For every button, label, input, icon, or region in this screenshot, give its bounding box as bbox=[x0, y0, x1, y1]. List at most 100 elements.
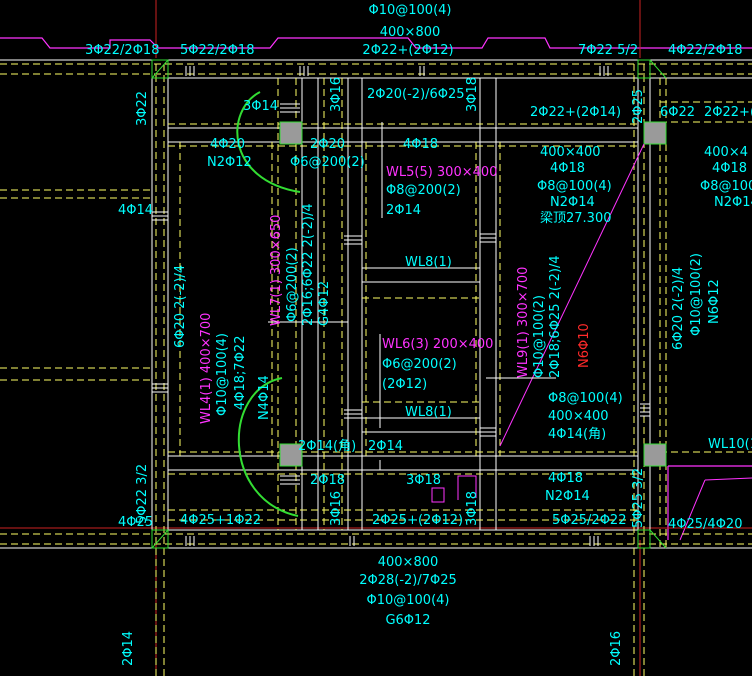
wl7-g-label: G4Φ12 bbox=[317, 281, 332, 326]
slab-edge-top bbox=[0, 37, 752, 49]
right-6c22-label: 6Φ22 bbox=[660, 105, 695, 120]
wl9-bar: 2Φ18;6Φ25 2(-2)/4 bbox=[548, 255, 563, 378]
col-3c14-label: 3Φ14 bbox=[243, 99, 278, 114]
bottom-2c14-corner: 2Φ14(角) bbox=[298, 439, 356, 454]
top-stirrup-label: Φ10@100(4) bbox=[368, 3, 451, 18]
column-diag-br bbox=[649, 529, 667, 549]
stirrup-ticks bbox=[152, 66, 650, 546]
wl9-diagonal bbox=[499, 143, 645, 447]
column-top-right bbox=[643, 121, 667, 145]
wl10-label: WL10(1 bbox=[708, 437, 752, 452]
right-4c18-label: 4Φ18 bbox=[550, 161, 585, 176]
bottom-4c14-label: 4Φ14(角) bbox=[548, 427, 606, 442]
bottom-2c18-label: 2Φ18 bbox=[310, 473, 345, 488]
wl9-title: WL9(1) 300×700 bbox=[516, 267, 531, 378]
far-right-4c18: 4Φ18 bbox=[712, 161, 747, 176]
bottom-stirrup: Φ10@100(4) bbox=[366, 593, 449, 608]
bottom-col-5c25: 5Φ25 3/2 bbox=[631, 468, 646, 528]
wl5-title: WL5(5) 300×400 bbox=[386, 165, 497, 180]
bottom-left-2c14: 2Φ14 bbox=[121, 631, 136, 666]
top-right-rebar-2: 4Φ22/2Φ18 bbox=[668, 43, 742, 58]
right-far-rebar: 2Φ22+(2 bbox=[704, 105, 752, 120]
wl9-stirrup: Φ10@100(2) bbox=[532, 295, 547, 378]
top-rebar-label: 2Φ22+(2Φ12) bbox=[362, 43, 453, 58]
far-right-n2c14: N2Φ14 bbox=[714, 195, 752, 210]
column-corner-bl bbox=[151, 529, 169, 549]
wl6-stirrup: Φ6@200(2) bbox=[382, 357, 457, 372]
column-corner-br bbox=[637, 529, 651, 549]
column-corner-tl bbox=[151, 59, 169, 79]
col-n2c12-label: N2Φ12 bbox=[207, 155, 252, 170]
slab-diag-2 bbox=[704, 477, 752, 481]
column-diag-tr bbox=[649, 59, 667, 79]
column-bottom-left bbox=[279, 443, 303, 467]
right-vert-phi10: Φ10@100(2) bbox=[689, 253, 704, 336]
beam-4c18-label: 4Φ18 bbox=[403, 137, 438, 152]
column-corner-tr bbox=[637, 59, 651, 79]
col-3c16-top-label: 3Φ16 bbox=[329, 77, 344, 112]
right-level-label: 梁顶27.300 bbox=[540, 211, 612, 226]
top-left-rebar: 3Φ22/2Φ18 bbox=[85, 43, 159, 58]
right-2c22-label: 2Φ22+(2Φ14) bbox=[530, 105, 621, 120]
revision-arc-bottom bbox=[238, 377, 299, 517]
wl6-title: WL6(3) 200×400 bbox=[382, 337, 493, 352]
column-top-left bbox=[279, 121, 303, 145]
far-right-phi8: Φ8@100( bbox=[700, 179, 752, 194]
wl8-top-label: WL8(1) bbox=[405, 255, 452, 270]
slab-diag bbox=[679, 479, 706, 541]
col-4c20-label: 4Φ20 bbox=[210, 137, 245, 152]
wl5-stirrup: Φ8@200(2) bbox=[386, 183, 461, 198]
bottom-2c25-2c12: 2Φ25+(2Φ12) bbox=[372, 513, 463, 528]
bottom-rebar: 2Φ28(-2)/7Φ25 bbox=[359, 573, 457, 588]
wl4-bar: 4Φ18;7Φ22 bbox=[233, 336, 248, 410]
bottom-4c25-1c22: 4Φ25+1Φ22 bbox=[180, 513, 261, 528]
beam-2c20-6c25-label: 2Φ20(-2)/6Φ25 bbox=[367, 87, 465, 102]
wl4-stirrup: Φ10@100(4) bbox=[215, 333, 230, 416]
left-4c25-label: 4Φ25 bbox=[118, 515, 153, 530]
right-vert-n6c12: N6Φ12 bbox=[707, 279, 722, 324]
column-diag-tl bbox=[151, 59, 169, 79]
right-n2c14-label: N2Φ14 bbox=[550, 195, 595, 210]
far-right-size: 400×4 bbox=[704, 145, 748, 160]
bottom-4c18-label: 4Φ18 bbox=[548, 471, 583, 486]
beam-2c20-label: 2Φ20 bbox=[310, 137, 345, 152]
wl4-title: WL4(1) 400×700 bbox=[199, 313, 214, 424]
col-3c18-top-label: 3Φ18 bbox=[465, 77, 480, 112]
revision-arc-top bbox=[236, 91, 301, 193]
wl8-bottom-label: WL8(1) bbox=[405, 405, 452, 420]
bottom-n2c14-label: N2Φ14 bbox=[545, 489, 590, 504]
bottom-2c14-center: 2Φ14 bbox=[368, 439, 403, 454]
left-5c22-label: 5Φ22 3/2 bbox=[135, 464, 150, 524]
right-vert-6c20: 6Φ20 2(-2)/4 bbox=[671, 267, 686, 350]
wl5-bar: 2Φ14 bbox=[386, 203, 421, 218]
bottom-4c25-4c20: 4Φ25/4Φ20 bbox=[668, 517, 742, 532]
beam-phi6-label: Φ6@200(2) bbox=[290, 155, 365, 170]
top-left-rebar-2: 5Φ22/2Φ18 bbox=[180, 43, 254, 58]
wl9-n-label: N6Φ10 bbox=[577, 323, 592, 368]
bottom-g-label: G6Φ12 bbox=[385, 613, 430, 628]
right-phi8-label: Φ8@100(4) bbox=[537, 179, 612, 194]
opening-square bbox=[431, 487, 445, 503]
bottom-right-2c16: 2Φ16 bbox=[609, 631, 624, 666]
opening-bracket bbox=[457, 475, 477, 500]
bottom-phi8-label: Φ8@100(4) bbox=[548, 391, 623, 406]
column-bottom-right bbox=[643, 443, 667, 467]
top-size-label: 400×800 bbox=[380, 25, 441, 40]
column-diag-bl bbox=[151, 529, 169, 549]
wl7-stirrup: Φ6@200(2) bbox=[285, 247, 300, 322]
left-4c14-label: 4Φ14 bbox=[118, 203, 153, 218]
wl7-bar: 2Φ16;6Φ22 2(-2)/4 bbox=[301, 203, 316, 326]
wl6-bar: (2Φ12) bbox=[382, 377, 427, 392]
leader-lines bbox=[268, 122, 556, 470]
beam-outlines bbox=[0, 59, 752, 549]
top-right-rebar: 7Φ22 5/2 bbox=[578, 43, 638, 58]
wl7-title: WL7(1) 300×650 bbox=[269, 215, 284, 326]
right-col-2c25-label: 2Φ25 bbox=[631, 89, 646, 124]
col-3c22-label: 3Φ22 bbox=[135, 91, 150, 126]
bottom-3c18-vert: 3Φ18 bbox=[465, 491, 480, 526]
bottom-5c25-2c22: 5Φ25/2Φ22 bbox=[552, 513, 626, 528]
bottom-size: 400×800 bbox=[378, 555, 439, 570]
bottom-3c16-label: 3Φ16 bbox=[329, 491, 344, 526]
